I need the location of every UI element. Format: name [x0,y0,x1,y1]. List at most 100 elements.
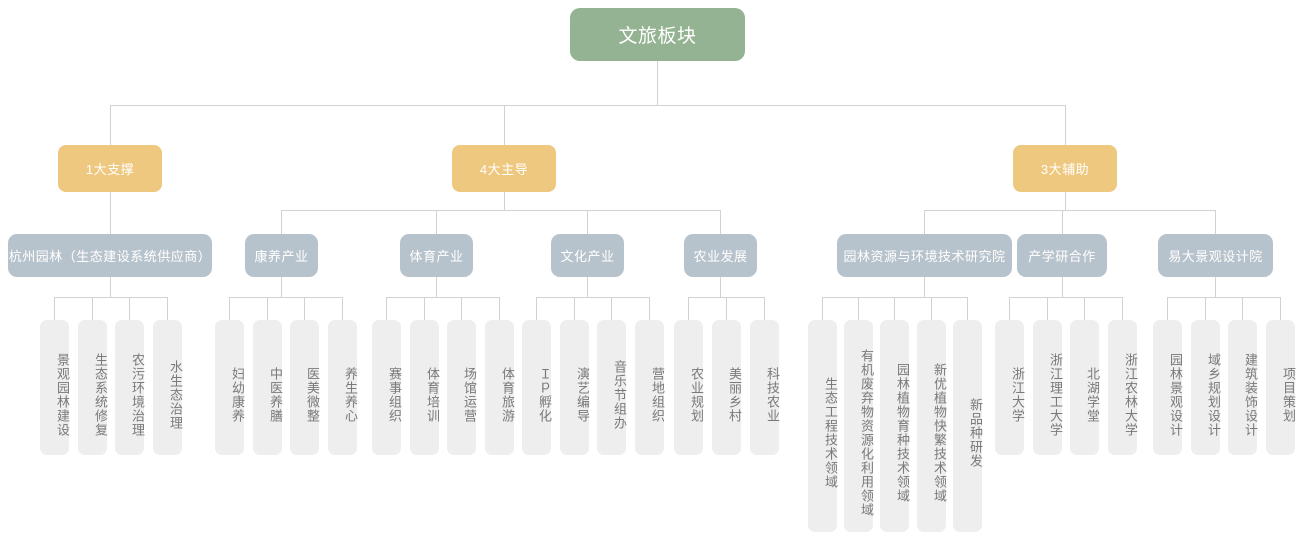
connector-level2-drop-2 [504,105,505,145]
connector-g8-bus [1167,297,1280,298]
connector-g5-drop-2 [726,297,727,320]
level2-node-3-da-fuzhu[interactable]: 3大辅助 [1013,145,1117,192]
connector-l2b-drop-1 [281,210,282,234]
leaf-node[interactable]: 有机废弃物资源化利用领域 [844,320,874,532]
connector-g7-bus [1009,297,1122,298]
leaf-node[interactable]: 科技农业 [750,320,780,455]
level2-node-1-da-zhicheng[interactable]: 1大支撑 [58,145,162,192]
connector-g7-drop-3 [1084,297,1085,320]
connector-g3-drop-1 [386,297,387,320]
connector-g3-drop-3 [461,297,462,320]
connector-g4-drop-2 [574,297,575,320]
root-node-wenlv-bankuai[interactable]: 文旅板块 [570,8,745,61]
leaf-node[interactable]: 新品种研发 [953,320,983,532]
connector-g7-stem [1062,277,1063,297]
leaf-node[interactable]: 中医养膳 [253,320,283,455]
leaf-node[interactable]: 农业规划 [674,320,704,455]
connector-g1-drop-2 [92,297,93,320]
leaf-node[interactable]: 水生态治理 [153,320,183,455]
connector-l2c-drop-2 [1062,210,1063,234]
connector-g2-stem [281,277,282,297]
connector-g1-stem [110,277,111,297]
connector-l2c-stem [1065,192,1066,210]
connector-g8-drop-4 [1280,297,1281,320]
connector-l2b-drop-4 [720,210,721,234]
connector-g4-drop-4 [649,297,650,320]
connector-g3-drop-4 [499,297,500,320]
connector-g6-drop-4 [931,297,932,320]
connector-g6-stem [924,277,925,297]
leaf-node[interactable]: 项目策划 [1266,320,1296,455]
leaf-node[interactable]: 赛事组织 [372,320,402,455]
connector-g2-drop-1 [229,297,230,320]
level3-node-kangyang-chanye[interactable]: 康养产业 [245,234,318,277]
connector-g6-drop-5 [967,297,968,320]
leaf-node[interactable]: 浙江大学 [995,320,1025,455]
leaf-node[interactable]: 营地组织 [635,320,665,455]
level3-node-tiyu-chanye[interactable]: 体育产业 [400,234,473,277]
leaf-node[interactable]: 妇幼康养 [215,320,245,455]
leaf-node[interactable]: 北湖学堂 [1070,320,1100,455]
connector-g7-drop-1 [1009,297,1010,320]
leaf-node[interactable]: 新优植物快繁技术领域 [917,320,947,532]
leaf-node[interactable]: 体育旅游 [485,320,515,455]
leaf-node[interactable]: Ｉｐ孵化 [522,320,552,455]
leaf-node[interactable]: 浙江理工大学 [1033,320,1063,455]
leaf-node[interactable]: 建筑装饰设计 [1228,320,1258,455]
connector-root-stem [657,61,658,105]
connector-level2-bus [110,105,1066,106]
connector-g3-bus [386,297,499,298]
leaf-node[interactable]: 美丽乡村 [712,320,742,455]
connector-g8-drop-3 [1242,297,1243,320]
connector-l2b-bus [281,210,720,211]
leaf-node[interactable]: 生态工程技术领域 [808,320,838,532]
connector-g3-stem [436,277,437,297]
leaf-node[interactable]: 生态系统修复 [78,320,108,455]
connector-level2-drop-1 [110,105,111,145]
connector-g4-bus [536,297,649,298]
connector-l2c-bus [924,210,1215,211]
leaf-node[interactable]: 域乡规划设计 [1191,320,1221,455]
connector-g3-drop-2 [424,297,425,320]
level3-node-hangzhou-yuanlin[interactable]: 杭州园林（生态建设系统供应商） [8,234,212,277]
connector-l2b-stem [504,192,505,210]
connector-g7-drop-2 [1047,297,1048,320]
connector-l2b-drop-2 [436,210,437,234]
connector-g6-drop-3 [894,297,895,320]
leaf-node[interactable]: 农污环境治理 [115,320,145,455]
connector-l2c-drop-1 [924,210,925,234]
leaf-node[interactable]: 医美微整 [290,320,320,455]
leaf-node[interactable]: 养生养心 [328,320,358,455]
leaf-node[interactable]: 浙江农林大学 [1108,320,1138,455]
connector-level2-drop-3 [1065,105,1066,145]
connector-g4-stem [587,277,588,297]
leaf-node[interactable]: 音乐节组办 [597,320,627,455]
connector-g8-stem [1215,277,1216,297]
level3-node-yida-jingguan[interactable]: 易大景观设计院 [1158,234,1273,277]
level3-node-chanxueyan-hezuo[interactable]: 产学研合作 [1017,234,1107,277]
level3-node-nongye-fazhan[interactable]: 农业发展 [684,234,757,277]
connector-g1-drop-4 [167,297,168,320]
connector-g5-drop-1 [688,297,689,320]
leaf-node[interactable]: 演艺编导 [560,320,590,455]
leaf-node[interactable]: 园林景观设计 [1153,320,1183,455]
leaf-node[interactable]: 园林植物育种技术领域 [880,320,910,532]
leaf-node[interactable]: 景观园林建设 [40,320,70,455]
level2-node-4-da-zhudao[interactable]: 4大主导 [452,145,556,192]
connector-g1-bus [54,297,167,298]
connector-g4-drop-3 [611,297,612,320]
connector-g8-drop-2 [1205,297,1206,320]
connector-g7-drop-4 [1122,297,1123,320]
level3-node-yuanlin-yanjiuyuan[interactable]: 园林资源与环境技术研究院 [837,234,1012,277]
leaf-node[interactable]: 场馆运营 [447,320,477,455]
connector-l2a-stem [110,192,111,234]
connector-g2-bus [229,297,342,298]
connector-g6-drop-1 [822,297,823,320]
level3-node-wenhua-chanye[interactable]: 文化产业 [551,234,624,277]
connector-l2c-drop-3 [1215,210,1216,234]
connector-l2b-drop-3 [587,210,588,234]
leaf-node[interactable]: 体育培训 [410,320,440,455]
connector-g2-drop-2 [267,297,268,320]
connector-g8-drop-1 [1167,297,1168,320]
connector-g5-drop-3 [764,297,765,320]
